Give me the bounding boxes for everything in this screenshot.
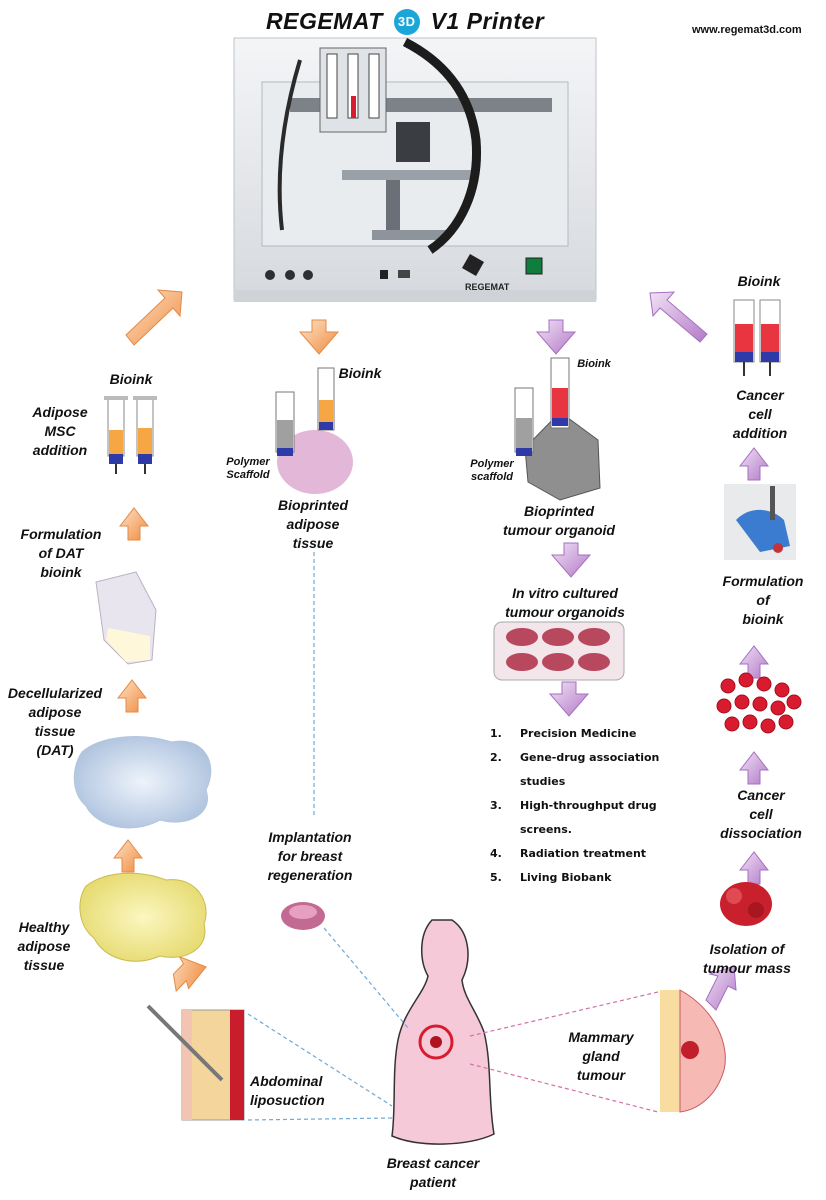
tumour-mass: [720, 882, 772, 926]
list-item: 2.Gene-drug association studies: [490, 751, 660, 788]
3d-badge: 3D: [393, 9, 420, 35]
dashed-connectors: [247, 552, 659, 1121]
adipose-bioink-label: Bioink: [338, 365, 382, 381]
tumour-bioink-label: Bioink: [577, 358, 611, 370]
list-item: 1.Precision Medicine: [490, 727, 637, 740]
tumour-bioprint: [514, 357, 601, 501]
applications-list: 1.Precision Medicine 2.Gene-drug associa…: [490, 722, 670, 890]
page-title: REGEMAT 3D V1 Printer: [266, 8, 544, 35]
orange-arrows: [112, 289, 340, 993]
dat-piece: [95, 571, 157, 665]
cancer-cell-cluster: [716, 672, 802, 734]
dat-tissue: [73, 736, 212, 829]
right-bioink-label: Bioink: [737, 273, 781, 289]
printer-brand-text: REGEMAT: [465, 282, 510, 292]
title-right: V1 Printer: [430, 8, 545, 34]
left-bioink-label: Bioink: [109, 371, 153, 387]
healthy-adipose-tissue: [79, 872, 207, 962]
website-url: www.regemat3d.com: [692, 24, 802, 36]
mammary-gland: [660, 989, 726, 1113]
patient-silhouette: [391, 919, 495, 1145]
liposuction-illustration: [146, 1004, 245, 1121]
culture-plate: [493, 621, 625, 681]
title-left: REGEMAT: [266, 8, 383, 34]
list-item: 4.Radiation treatment: [490, 847, 647, 860]
right-bioink-syringes: [733, 299, 781, 376]
list-item: 3.High-throughput drug screens.: [490, 799, 657, 836]
implant-disc: [281, 902, 325, 930]
printer-illustration: [233, 37, 597, 302]
gloved-hand-photo: [724, 484, 796, 560]
adipose-bioprint: [275, 367, 353, 494]
list-item: 5.Living Biobank: [490, 871, 612, 884]
left-bioink-syringes: [104, 396, 157, 474]
purple-arrows: [535, 291, 770, 1011]
